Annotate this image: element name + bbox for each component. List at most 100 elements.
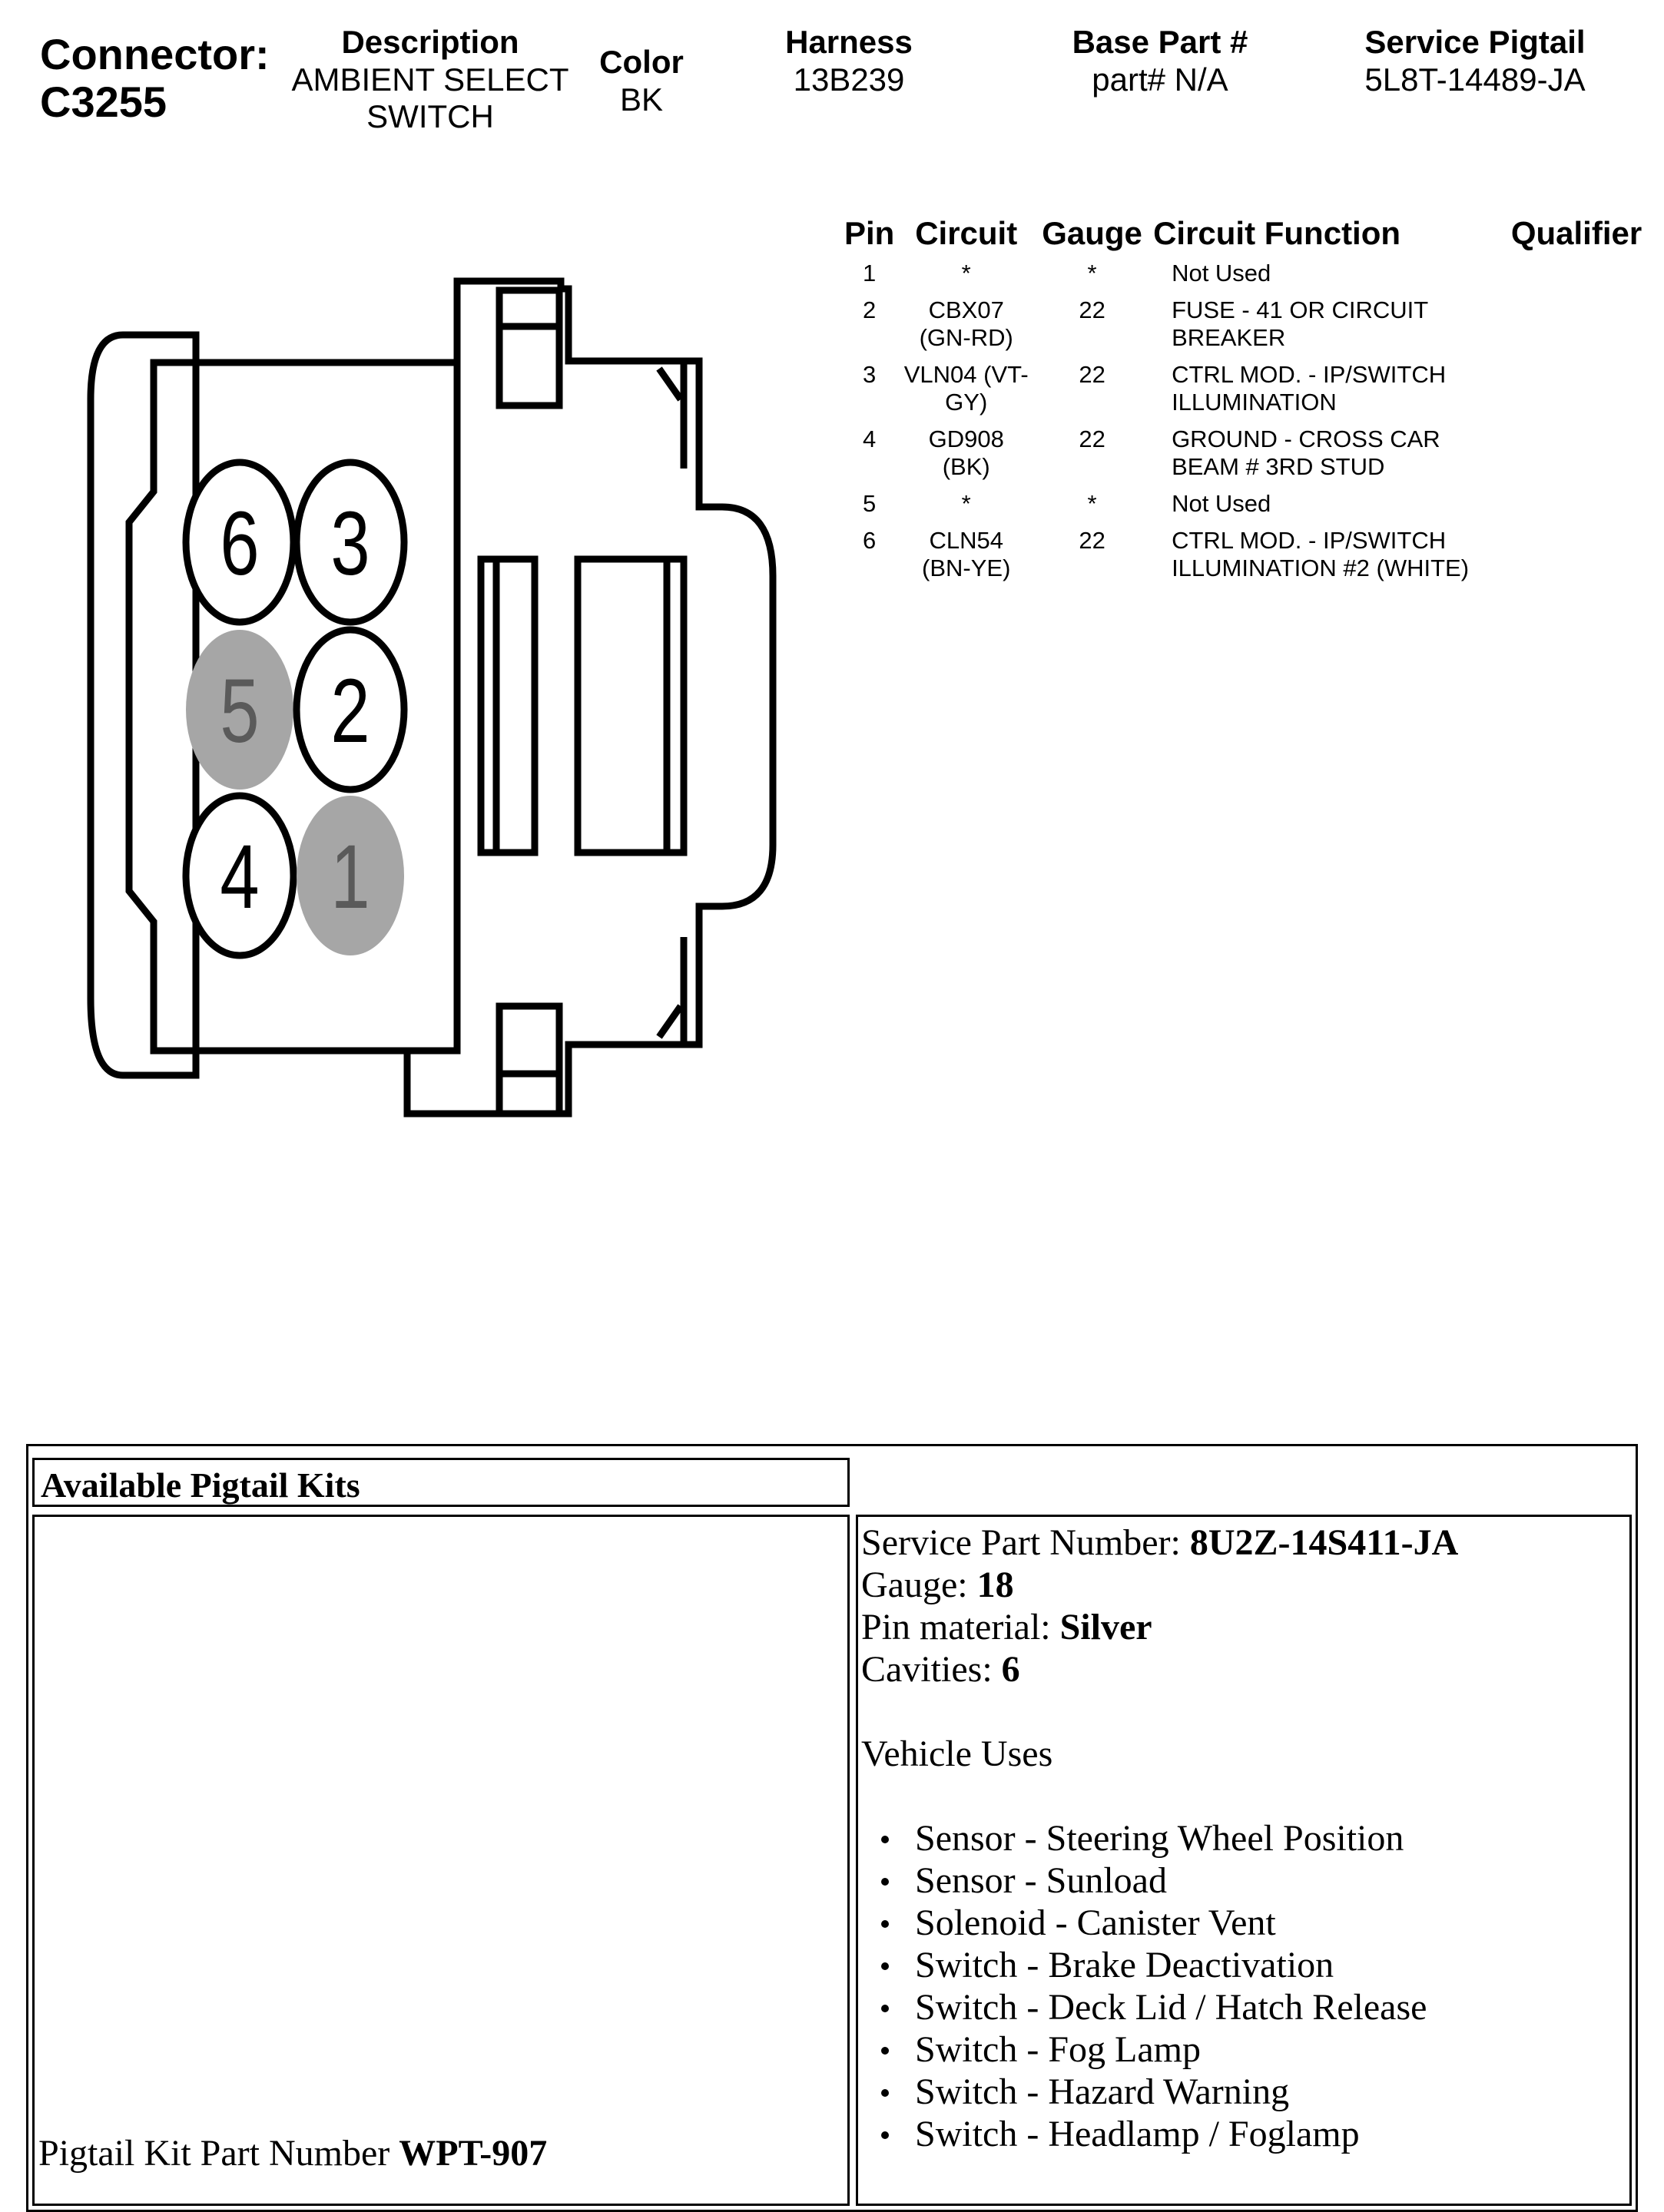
base-part-heading: Base Part #	[1072, 24, 1248, 60]
description-heading: Description	[341, 24, 519, 60]
qualifier-cell	[1489, 490, 1664, 527]
base-part-value: part# N/A	[1092, 61, 1228, 98]
pin-cell: 3	[863, 361, 877, 388]
pin-cell: 1	[863, 260, 877, 286]
function-cell: Not Used	[1153, 260, 1489, 296]
available-pigtail-kits-title: Available Pigtail Kits	[32, 1458, 850, 1507]
function-line-2: BEAM # 3RD STUD	[1172, 453, 1385, 480]
list-item: Switch - Deck Lid / Hatch Release	[881, 1986, 1626, 2028]
circuit-cell: VLN04 (VT-GY)	[901, 361, 1031, 426]
circuit-cell: GD908(BK)	[901, 426, 1031, 490]
qualifier-cell	[1489, 260, 1664, 296]
harness-heading: Harness	[785, 24, 913, 60]
qualifier-cell	[1489, 361, 1664, 426]
connector-label: Connector: C3255	[40, 31, 270, 126]
table-row: 1 * * Not Used	[837, 260, 1664, 296]
function-line-2: ILLUMINATION	[1172, 389, 1337, 416]
locking-tab-left	[477, 555, 539, 856]
description-line-2: SWITCH	[366, 98, 494, 134]
column-header-circuit: Circuit	[915, 215, 1018, 251]
kit-part-label: Pigtail Kit Part Number	[38, 2133, 399, 2174]
pin-cavity-outline	[293, 459, 408, 626]
vehicle-uses-list: Sensor - Steering Wheel Position Sensor …	[861, 1817, 1626, 2155]
circuit-cell: CBX07(GN-RD)	[901, 296, 1031, 361]
circuit-line-2: GY)	[945, 389, 988, 416]
upper-ramp	[638, 357, 688, 469]
pin-table: Pin Circuit Gauge Circuit Function Quali…	[837, 215, 1664, 591]
function-line-1: Not Used	[1172, 260, 1271, 286]
pin-number-label: 5	[220, 661, 259, 762]
pin-cavity-5: 5	[186, 630, 293, 790]
locking-tab-right	[574, 555, 688, 856]
qualifier-cell	[1489, 527, 1664, 591]
color-column: Color BK	[584, 43, 699, 118]
color-heading: Color	[599, 44, 684, 80]
table-row: 3 VLN04 (VT-GY) 22 CTRL MOD. - IP/SWITCH…	[837, 361, 1664, 426]
pigtail-kit-part-number: Pigtail Kit Part Number WPT-907	[38, 2132, 547, 2174]
list-item: Sensor - Steering Wheel Position	[881, 1817, 1626, 1859]
vehicle-uses-title: Vehicle Uses	[861, 1734, 1053, 1774]
harness-value: 13B239	[793, 61, 905, 98]
pin-number-label: 3	[330, 493, 370, 594]
gauge-label: Gauge:	[861, 1565, 977, 1605]
service-pigtail-column: Service Pigtail 5L8T-14489-JA	[1329, 23, 1621, 98]
service-part-label: Service Part Number:	[861, 1522, 1190, 1563]
table-row: 5 * * Not Used	[837, 490, 1664, 527]
kit-part-value: WPT-907	[399, 2133, 548, 2174]
function-line-1: FUSE - 41 OR CIRCUIT	[1172, 296, 1429, 323]
pigtail-image-cell	[32, 1515, 850, 2206]
pin-cavity-6: 6	[182, 459, 297, 626]
pin-cavity-outline	[186, 630, 293, 790]
service-pigtail-value: 5L8T-14489-JA	[1364, 61, 1586, 98]
pin-cell: 4	[863, 426, 877, 452]
circuit-line-1: *	[961, 490, 971, 517]
qualifier-cell	[1489, 296, 1664, 361]
pin-material-spec: Pin material: Silver	[861, 1606, 1626, 1648]
circuit-line-1: CBX07	[928, 296, 1004, 323]
function-cell: Not Used	[1153, 490, 1489, 527]
cavities-label: Cavities:	[861, 1649, 1002, 1690]
top-latch	[496, 286, 563, 409]
lower-ramp	[638, 937, 688, 1048]
function-line-2: ILLUMINATION #2 (WHITE)	[1172, 555, 1470, 581]
gauge-cell: 22	[1079, 527, 1105, 554]
pin-cavity-outline	[297, 796, 404, 955]
service-part-number: Service Part Number: 8U2Z-14S411-JA	[861, 1522, 1626, 1564]
connector-face-outline	[125, 359, 461, 1055]
circuit-cell: *	[901, 260, 1031, 296]
base-part-column: Base Part # part# N/A	[1045, 23, 1275, 98]
circuit-line-2: (BN-YE)	[922, 555, 1011, 581]
column-header-pin: Pin	[844, 215, 895, 251]
cavities-value: 6	[1001, 1649, 1020, 1690]
pin-cavity-1: 1	[297, 796, 404, 955]
pin-cavity-3: 3	[293, 459, 408, 626]
cavities-spec: Cavities: 6	[861, 1648, 1626, 1690]
function-line-1: CTRL MOD. - IP/SWITCH	[1172, 527, 1447, 554]
circuit-line-2: (BK)	[942, 453, 990, 480]
connector-id: C3255	[40, 78, 167, 126]
harness-column: Harness 13B239	[738, 23, 960, 98]
connector-body-outline	[403, 277, 777, 1118]
list-item: Switch - Headlamp / Foglamp	[881, 2113, 1626, 2155]
connector-label-text: Connector:	[40, 30, 270, 78]
circuit-line-2: (GN-RD)	[919, 324, 1013, 351]
pin-cavity-4: 4	[182, 792, 297, 959]
pin-number-label: 2	[330, 661, 370, 762]
circuit-line-1: VLN04 (VT-	[903, 361, 1029, 388]
pigtail-spec-cell: Service Part Number: 8U2Z-14S411-JA Gaug…	[856, 1515, 1632, 2206]
color-value: BK	[619, 81, 664, 118]
list-item: Switch - Hazard Warning	[881, 2071, 1626, 2113]
pin-cavity-2: 2	[293, 626, 408, 793]
function-line-1: GROUND - CROSS CAR	[1172, 426, 1440, 452]
description-column: Description AMBIENT SELECT SWITCH	[284, 23, 576, 135]
function-line-1: CTRL MOD. - IP/SWITCH	[1172, 361, 1447, 388]
gauge-cell: *	[1087, 260, 1097, 286]
pin-cavity-outline	[182, 792, 297, 959]
